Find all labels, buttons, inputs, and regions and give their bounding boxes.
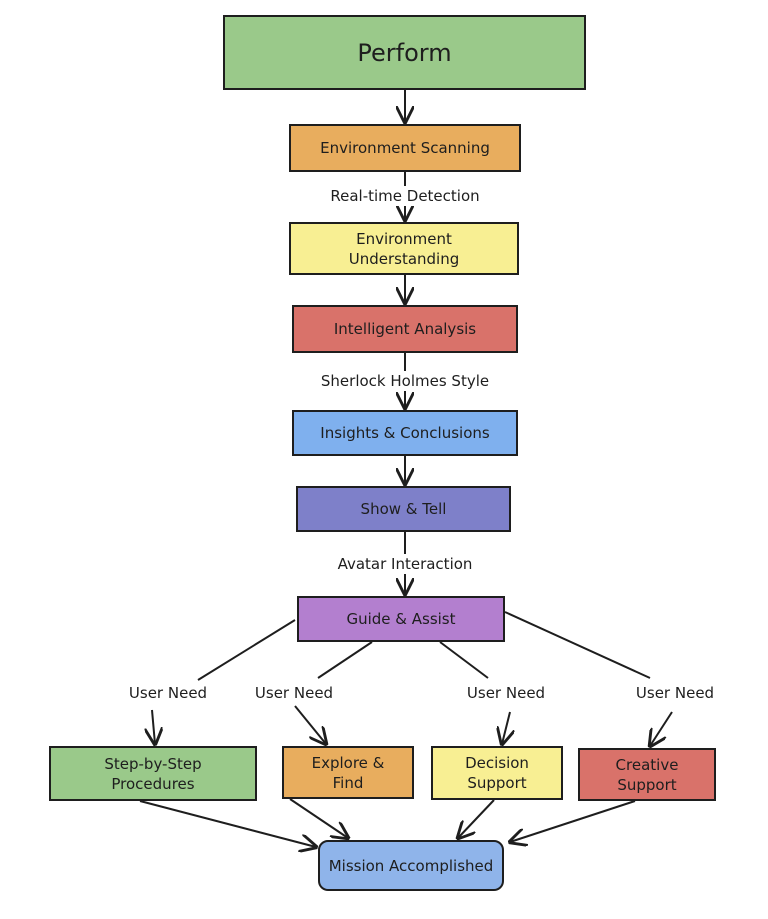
label-realtime-detection: Real-time Detection	[326, 186, 484, 206]
label-user-need-2: User Need	[250, 683, 338, 703]
node-decision-support: Decision Support	[431, 746, 563, 800]
edge-guide-decision	[439, 641, 510, 744]
node-environment-understanding: Environment Understanding	[289, 222, 519, 275]
node-show-tell: Show & Tell	[296, 486, 511, 532]
label-avatar-interaction: Avatar Interaction	[333, 554, 477, 574]
edge-decision-mission	[458, 799, 495, 838]
label-sherlock-holmes: Sherlock Holmes Style	[316, 371, 494, 391]
node-step-by-step: Step-by-Step Procedures	[49, 746, 257, 801]
node-intelligent-analysis: Intelligent Analysis	[292, 305, 518, 353]
edge-guide-creative	[504, 611, 673, 746]
node-perform: Perform	[223, 15, 586, 90]
label-user-need-3: User Need	[462, 683, 550, 703]
edge-creative-mission	[510, 800, 636, 842]
node-mission-accomplished: Mission Accomplished	[318, 840, 504, 891]
label-user-need-1: User Need	[124, 683, 212, 703]
edge-explore-mission	[289, 798, 348, 838]
node-environment-scanning: Environment Scanning	[289, 124, 521, 172]
edge-guide-stepbystep	[152, 619, 296, 744]
node-guide-assist: Guide & Assist	[297, 596, 505, 642]
edge-stepbystep-mission	[139, 800, 316, 847]
edge-guide-explore	[294, 641, 373, 744]
node-explore-find: Explore & Find	[282, 746, 414, 799]
label-user-need-4: User Need	[631, 683, 719, 703]
node-insights-conclusions: Insights & Conclusions	[292, 410, 518, 456]
node-creative-support: Creative Support	[578, 748, 716, 801]
